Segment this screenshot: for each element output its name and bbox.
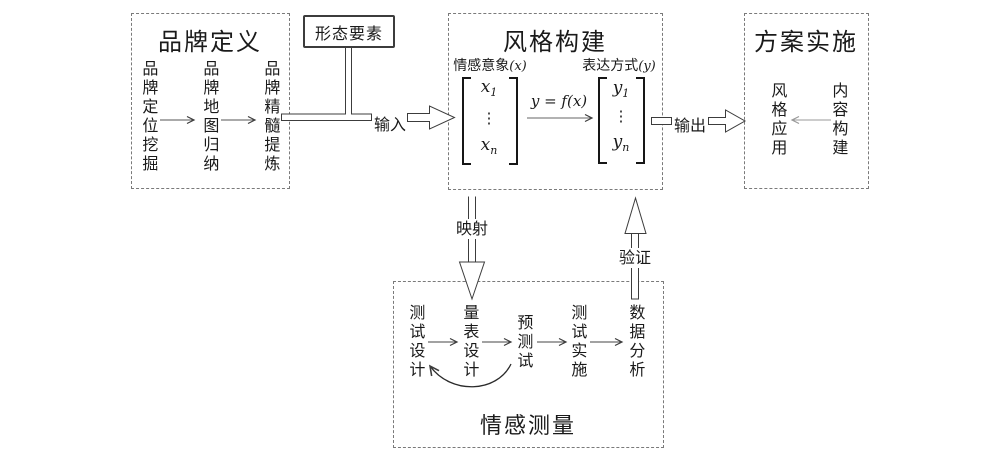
expression-mode-label: 表达方式(y): [582, 58, 656, 74]
verification-label: 验证: [618, 248, 652, 268]
x-vector-left-bracket: [462, 77, 471, 165]
input-tube: [281, 47, 372, 121]
brand-definition-title: 品牌定义: [158, 28, 262, 56]
output-arrow: [708, 109, 747, 133]
y-vector-dots: ⋮: [613, 107, 629, 125]
input-label: 输入: [373, 115, 407, 134]
x-vector-right-bracket: [509, 77, 518, 165]
mapping-label: 映射: [455, 219, 489, 239]
form-elements-label: 形态要素: [314, 23, 383, 43]
y-vector-rowN: yn: [612, 131, 630, 155]
step-brand-essence: 品牌精髓提炼: [261, 60, 281, 174]
step-data-analysis: 数据分析: [626, 304, 646, 380]
plan-implementation-title: 方案实施: [754, 28, 858, 56]
style-construction-title: 风格构建: [503, 28, 607, 56]
step-test-design: 测试设计: [406, 304, 426, 380]
function-label: y = f(x): [530, 92, 588, 110]
y-vector-right-bracket: [636, 77, 645, 164]
emotion-measurement-title: 情感测量: [479, 414, 577, 439]
y-vector-row1: y1: [612, 77, 630, 101]
x-vector-row1: x1: [480, 76, 498, 100]
form-elements-box: 形态要素: [303, 15, 395, 48]
step-pretest: 预测试: [514, 314, 534, 371]
emotion-measurement-box: [393, 281, 664, 448]
emotion-imagery-label: 情感意象(x): [453, 58, 527, 74]
step-scale-design: 量表设计: [460, 304, 480, 380]
step-test-implementation: 测试实施: [568, 304, 588, 380]
plan-implementation-box: [744, 13, 869, 189]
style-construction-box: [448, 13, 663, 190]
output-label: 输出: [673, 116, 707, 135]
step-content-construction: 内容构建: [829, 82, 849, 158]
step-style-application: 风格应用: [768, 82, 788, 158]
x-vector-rowN: xn: [480, 134, 498, 158]
step-brand-map: 品牌地图归纳: [200, 60, 220, 174]
y-vector-left-bracket: [598, 77, 607, 164]
x-vector-dots: ⋮: [481, 109, 497, 127]
step-brand-positioning: 品牌定位挖掘: [139, 60, 159, 174]
